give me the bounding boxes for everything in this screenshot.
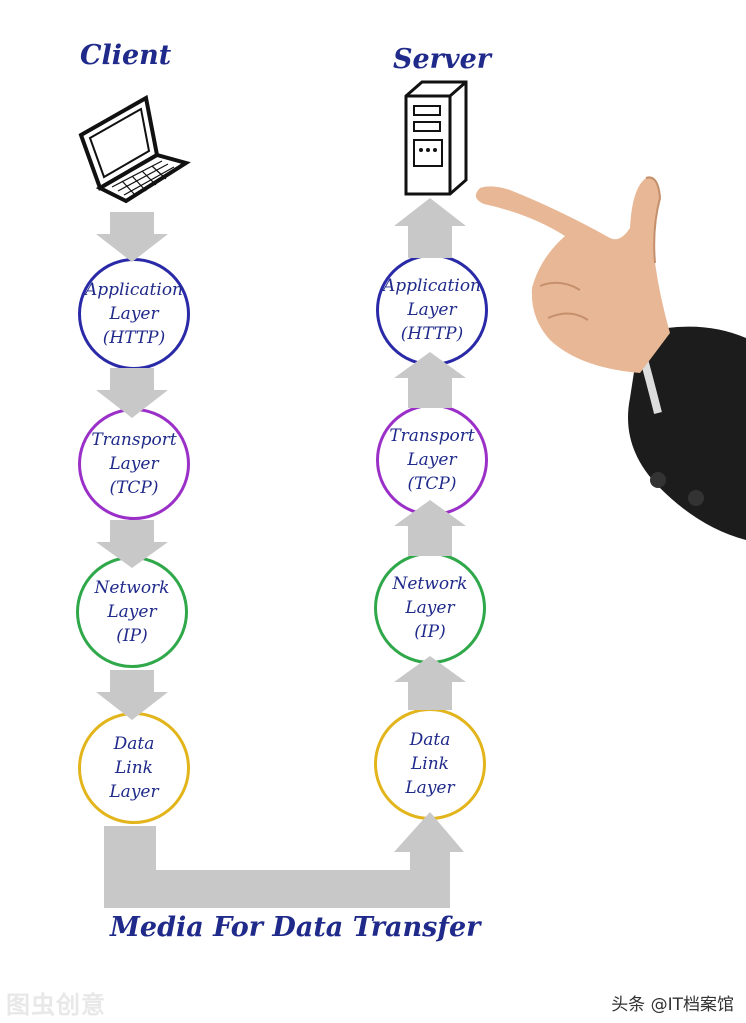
client-layer-data-link: Data Link Layer (78, 712, 190, 824)
up-arrow (394, 352, 466, 408)
client-layer-application: Application Layer (HTTP) (78, 258, 190, 370)
down-arrow (96, 670, 168, 720)
layer-label: Application Layer (HTTP) (84, 280, 184, 348)
up-arrow (394, 198, 466, 258)
pointing-hand-icon (475, 176, 746, 540)
server-layer-network: Network Layer (IP) (374, 552, 486, 664)
layer-label: Transport Layer (TCP) (91, 430, 177, 498)
down-arrow (96, 520, 168, 568)
layer-label: Network Layer (IP) (392, 574, 468, 642)
client-heading: Client (80, 40, 172, 71)
layer-label: Network Layer (IP) (94, 578, 170, 646)
media-caption: Media For Data Transfer (110, 912, 481, 943)
server-layer-application: Application Layer (HTTP) (376, 254, 488, 366)
server-heading: Server (393, 44, 491, 75)
up-arrow (394, 500, 466, 556)
layer-label: Data Link Layer (109, 734, 159, 802)
down-arrow (96, 212, 168, 262)
watermark-right: 头条 @IT档案馆 (611, 990, 734, 1015)
server-layer-data-link: Data Link Layer (374, 708, 486, 820)
media-transfer-connector (104, 812, 464, 908)
server-tower-icon (404, 80, 468, 196)
client-layer-transport: Transport Layer (TCP) (78, 408, 190, 520)
layer-label: Transport Layer (TCP) (389, 426, 475, 494)
watermark-left: 图虫创意 (6, 991, 106, 1019)
up-arrow (394, 656, 466, 710)
client-layer-network: Network Layer (IP) (76, 556, 188, 668)
layer-label: Data Link Layer (405, 730, 455, 798)
down-arrow (96, 368, 168, 418)
layer-label: Application Layer (HTTP) (382, 276, 482, 344)
laptop-icon (78, 94, 191, 204)
